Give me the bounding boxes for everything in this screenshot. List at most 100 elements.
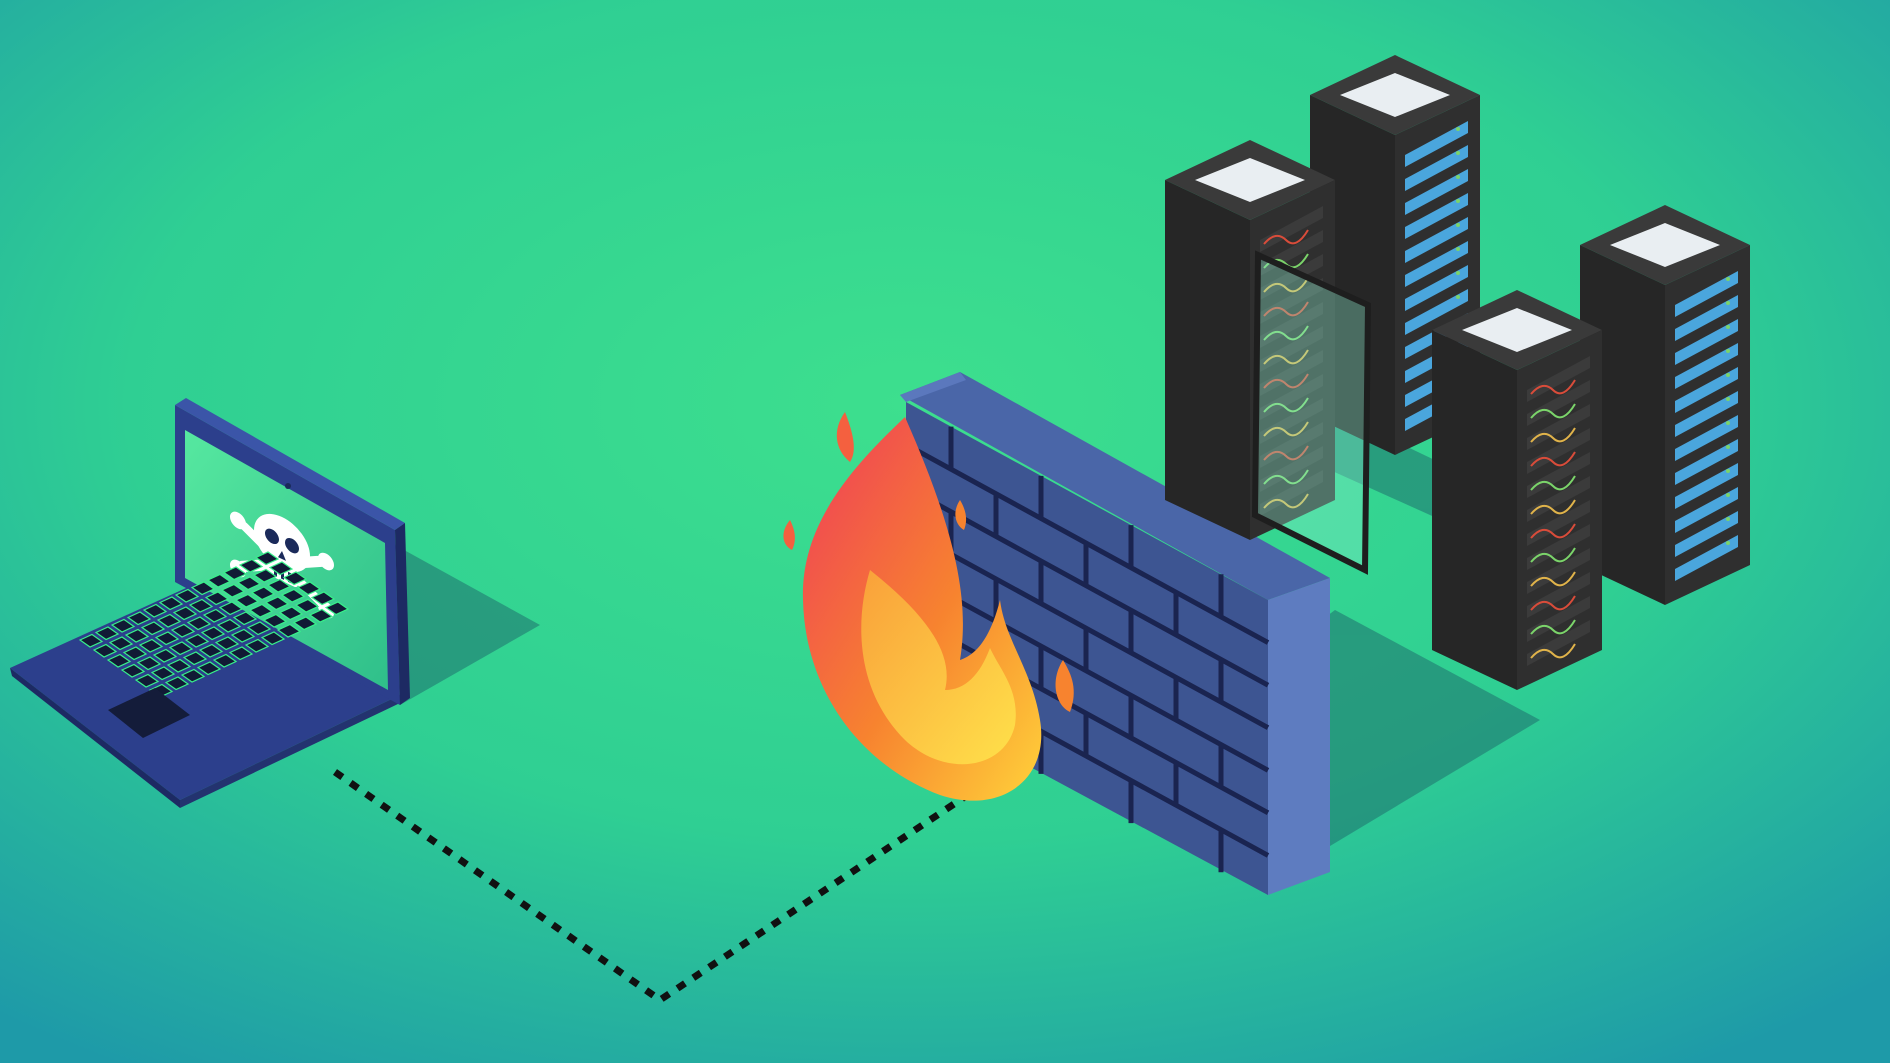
keyboard-key [120, 663, 146, 678]
server-panel [1675, 271, 1738, 317]
keyboard-key [296, 581, 322, 596]
laptop-touchpad [108, 688, 190, 738]
server-panel [1527, 452, 1590, 498]
keyboard-key [138, 638, 164, 653]
firewall-end [1268, 578, 1330, 895]
keyboard-key [230, 628, 256, 643]
keyboard-key [78, 633, 104, 648]
keyboard-key [248, 603, 274, 618]
keyboard-key [264, 596, 290, 611]
server-panel [1260, 470, 1323, 516]
server-panel [1527, 596, 1590, 642]
keyboard-key [250, 586, 276, 601]
keyboard-key [268, 561, 294, 576]
server-panel [1675, 367, 1738, 413]
server-panel [1405, 217, 1468, 263]
server-panel [1260, 374, 1323, 420]
keyboard-key [246, 621, 272, 636]
keyboard-key [198, 643, 224, 658]
keyboard-key [216, 618, 242, 633]
keyboard-key [276, 623, 302, 638]
server-rack [1432, 290, 1602, 690]
keyboard-key [278, 606, 304, 621]
server-panel [1675, 391, 1738, 437]
keyboard-key [254, 551, 280, 566]
keyboard-key [152, 648, 178, 663]
server-panel [1260, 446, 1323, 492]
keyboard-key [186, 616, 212, 631]
server-panel [1260, 206, 1323, 252]
server-panel [1675, 343, 1738, 389]
server-panel [1527, 572, 1590, 618]
server-panel [1260, 422, 1323, 468]
server-panel [1405, 241, 1468, 287]
firewall-top [900, 372, 1330, 600]
server-panel [1675, 439, 1738, 485]
keyboard-key [228, 646, 254, 661]
server-panel [1260, 326, 1323, 372]
server-panel [1405, 193, 1468, 239]
keyboard-key [190, 581, 216, 596]
keyboard-key [108, 636, 134, 651]
keyboard-key [236, 576, 262, 591]
server-panel [1527, 380, 1590, 426]
server-panel [1260, 278, 1323, 324]
server-panel [1527, 476, 1590, 522]
server-panel [1405, 289, 1468, 335]
keyboard-key [238, 558, 264, 573]
server-panel [1260, 350, 1323, 396]
server-panel [1675, 511, 1738, 557]
keyboard-key [324, 601, 350, 616]
keyboard-key [180, 668, 206, 683]
keyboard-key [164, 676, 190, 691]
keyboard-key [204, 591, 230, 606]
keyboard-key [172, 606, 198, 621]
keyboard-key [134, 673, 160, 688]
keyboard-key [170, 623, 196, 638]
server-rack [1580, 205, 1750, 605]
flame-icon [783, 412, 1074, 801]
keyboard-key [220, 583, 246, 598]
keyboard-key [140, 621, 166, 636]
keyboard-key [308, 608, 334, 623]
keyboard-key [206, 573, 232, 588]
keyboard-key [122, 646, 148, 661]
keyboard-key [106, 653, 132, 668]
server-panel [1260, 398, 1323, 444]
keyboard-key [168, 641, 194, 656]
server-rack [1165, 140, 1335, 540]
server-panel [1527, 524, 1590, 570]
keyboard-key [260, 631, 286, 646]
keyboard-key [280, 588, 306, 603]
keyboard-key [142, 603, 168, 618]
keyboard-key [188, 598, 214, 613]
keyboard-key [252, 568, 278, 583]
keyboard-key [124, 628, 150, 643]
keyboard-key [202, 608, 228, 623]
server-racks [1165, 55, 1750, 690]
keyboard-key [214, 636, 240, 651]
keyboard-key [92, 643, 118, 658]
laptop [10, 398, 410, 808]
server-panel [1260, 254, 1323, 300]
keyboard-key [94, 626, 120, 641]
keyboard-key [184, 633, 210, 648]
server-panel [1675, 487, 1738, 533]
server-panel [1675, 319, 1738, 365]
keyboard-key [150, 666, 176, 681]
keyboard-key [200, 626, 226, 641]
keyboard-key [158, 596, 184, 611]
server-panel [1527, 548, 1590, 594]
keyboard-key [182, 651, 208, 666]
server-panel [1527, 620, 1590, 666]
server-glass-door [1251, 250, 1372, 575]
keyboard-key [218, 601, 244, 616]
keyboard-key [282, 571, 308, 586]
keyboard-key [222, 566, 248, 581]
keyboard-key [232, 611, 258, 626]
laptop-keyboard [78, 551, 350, 698]
keyboard-key [212, 653, 238, 668]
keyboard-key [126, 611, 152, 626]
